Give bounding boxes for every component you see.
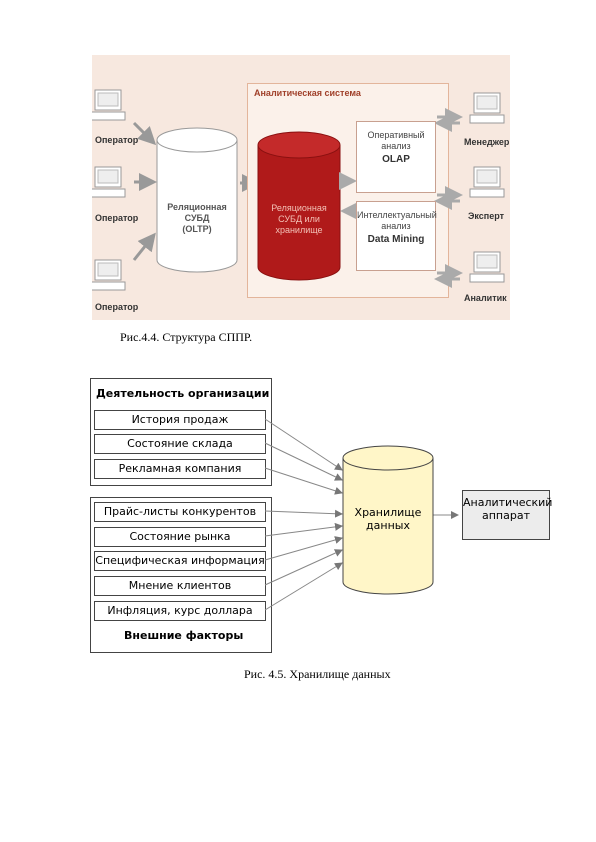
source-item: Специфическая информация bbox=[94, 551, 266, 571]
figure-caption-4-5: Рис. 4.5. Хранилище данных bbox=[244, 667, 391, 681]
internal-activity-title: Деятельность организации bbox=[96, 387, 270, 400]
analytic-apparatus-box: Аналитический аппарат bbox=[462, 490, 552, 540]
data-warehouse-figure: Деятельность организации История продаж … bbox=[90, 378, 560, 653]
source-item: Прайс-листы конкурентов bbox=[94, 502, 266, 522]
operator-label: Оператор bbox=[95, 302, 139, 312]
sppr-structure-figure: Оператор Оператор Оператор Реляционная С… bbox=[92, 55, 510, 320]
warehouse-cylinder bbox=[342, 445, 434, 595]
oltp-database-cylinder bbox=[156, 127, 238, 273]
expert-label: Эксперт bbox=[468, 211, 505, 221]
operator-label: Оператор bbox=[95, 213, 139, 223]
external-factors-group bbox=[90, 497, 272, 653]
feed-arrow bbox=[264, 509, 343, 518]
feed-arrow bbox=[264, 549, 343, 586]
sppr-structure-drawing bbox=[92, 89, 260, 291]
feed-arrow bbox=[264, 562, 343, 611]
manager-label: Менеджер bbox=[464, 137, 510, 147]
source-item: Состояние рынка bbox=[94, 527, 266, 547]
analyst-computer-icon bbox=[469, 251, 505, 283]
source-item: История продаж bbox=[94, 410, 266, 430]
analytic-system-drawing bbox=[257, 92, 505, 288]
warehouse-label: Хранилище данных bbox=[354, 506, 422, 532]
analytic-system-title: Аналитическая система bbox=[254, 88, 361, 98]
olap-box: Оперативный анализ OLAP bbox=[356, 121, 436, 193]
feed-arrow bbox=[264, 536, 343, 561]
analyst-label: Аналитик bbox=[464, 293, 507, 303]
oltp-label: Реляционная СУБД (OLTP) bbox=[167, 202, 227, 234]
manager-computer-icon bbox=[469, 92, 505, 124]
figure-caption-4-4: Рис.4.4. Структура СППР. bbox=[120, 330, 253, 344]
data-mining-box: Интеллектуальный анализ Data Mining bbox=[356, 201, 437, 271]
operator-computer-icon bbox=[92, 166, 126, 198]
source-item: Мнение клиентов bbox=[94, 576, 266, 596]
operator-label: Оператор bbox=[95, 135, 139, 145]
storage-database-cylinder bbox=[257, 131, 341, 281]
operator-computer-icon bbox=[92, 89, 126, 121]
source-item: Рекламная компания bbox=[94, 459, 266, 479]
feed-arrow bbox=[264, 522, 343, 537]
source-item: Инфляция, курс доллара bbox=[94, 601, 266, 621]
data-warehouse-drawing bbox=[264, 418, 459, 611]
feed-arrow bbox=[264, 467, 343, 495]
feed-arrow bbox=[264, 418, 343, 471]
storage-label: Реляционная СУБД или хранилище bbox=[271, 203, 327, 235]
feed-arrow bbox=[264, 442, 343, 481]
operator-arrow bbox=[132, 121, 157, 146]
operator-computer-icon bbox=[92, 259, 126, 291]
operator-arrow bbox=[132, 232, 156, 261]
external-factors-title: Внешние факторы bbox=[124, 629, 244, 642]
expert-computer-icon bbox=[469, 166, 505, 198]
source-item: Состояние склада bbox=[94, 434, 266, 454]
